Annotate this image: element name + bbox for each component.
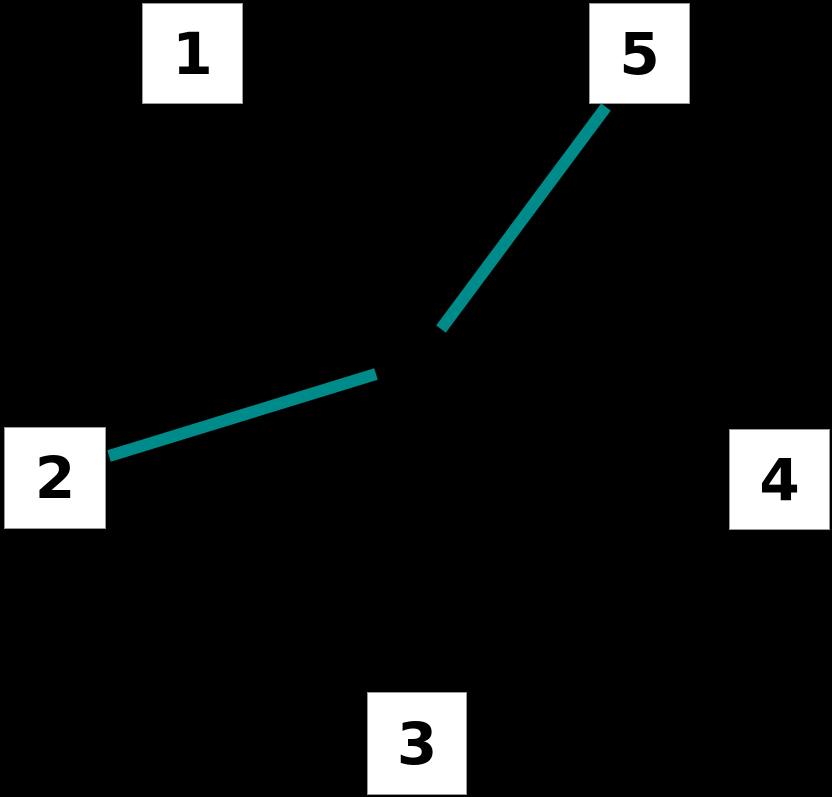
graph-node-1[interactable]: 1 [142, 3, 243, 104]
graph-node-label: 3 [396, 709, 438, 778]
graph-edge-5 [436, 103, 611, 333]
graph-node-5[interactable]: 5 [589, 3, 690, 104]
graph-node-2[interactable]: 2 [4, 427, 106, 529]
graph-node-4[interactable]: 4 [729, 429, 830, 530]
graph-node-label: 4 [759, 445, 800, 514]
graph-node-label: 5 [619, 19, 660, 88]
graph-node-label: 2 [34, 444, 76, 512]
graph-node-3[interactable]: 3 [367, 692, 467, 795]
graph-node-label: 1 [172, 19, 213, 88]
graph-edge-2 [107, 368, 378, 462]
